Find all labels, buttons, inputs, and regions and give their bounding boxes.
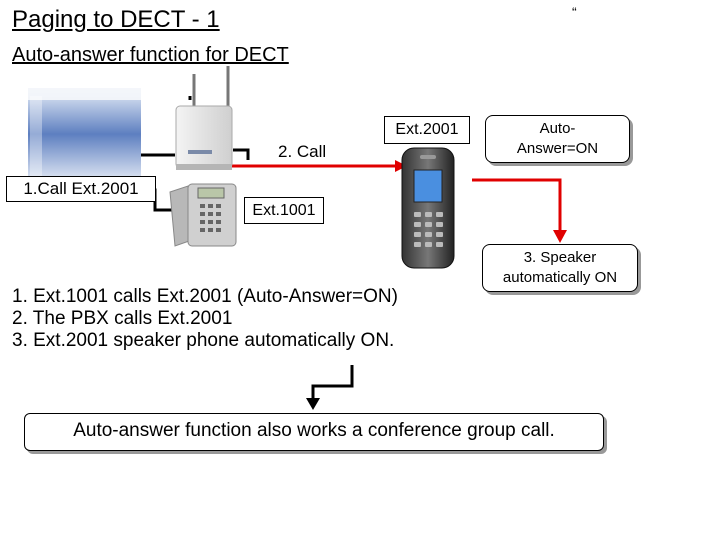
step-1: 1. Ext.1001 calls Ext.2001 (Auto-Answer=… <box>12 286 398 307</box>
computer-screen-icon <box>28 88 141 180</box>
connector-arrow <box>306 365 354 410</box>
ext-1001-label: Ext.1001 <box>244 197 324 224</box>
page-subtitle: Auto-answer function for DECT <box>12 44 289 66</box>
conference-note: Auto-answer function also works a confer… <box>24 413 604 451</box>
auto-answer-callout: Auto- Answer=ON <box>485 115 630 163</box>
call-ext-2001-text: 1.Call Ext.2001 <box>23 179 139 198</box>
ext-2001-label: Ext.2001 <box>384 116 470 144</box>
ext-2001-text: Ext.2001 <box>395 121 459 138</box>
step-2: 2. The PBX calls Ext.2001 <box>12 308 233 329</box>
step-3: 3. Ext.2001 speaker phone automatically … <box>12 330 395 351</box>
red-wires <box>232 160 567 243</box>
ext-1001-text: Ext.1001 <box>252 202 316 219</box>
desk-phone-icon <box>169 183 237 247</box>
page-title: Paging to DECT - 1 <box>12 6 220 33</box>
steps-list: 1. Ext.1001 calls Ext.2001 (Auto-Answer=… <box>12 286 398 352</box>
auto-answer-text: Auto- Answer=ON <box>516 120 599 157</box>
quote-mark: “ <box>572 4 577 20</box>
conference-note-text: Auto-answer function also works a confer… <box>73 420 555 441</box>
speaker-text: 3. Speaker automatically ON <box>502 249 618 286</box>
dect-handset-icon <box>401 147 455 269</box>
call-ext-2001-label: 1.Call Ext.2001 <box>6 176 156 202</box>
pbx-unit-icon <box>175 66 233 170</box>
speaker-callout: 3. Speaker automatically ON <box>482 244 638 292</box>
pbx-call-label: 2. Call <box>278 142 327 161</box>
